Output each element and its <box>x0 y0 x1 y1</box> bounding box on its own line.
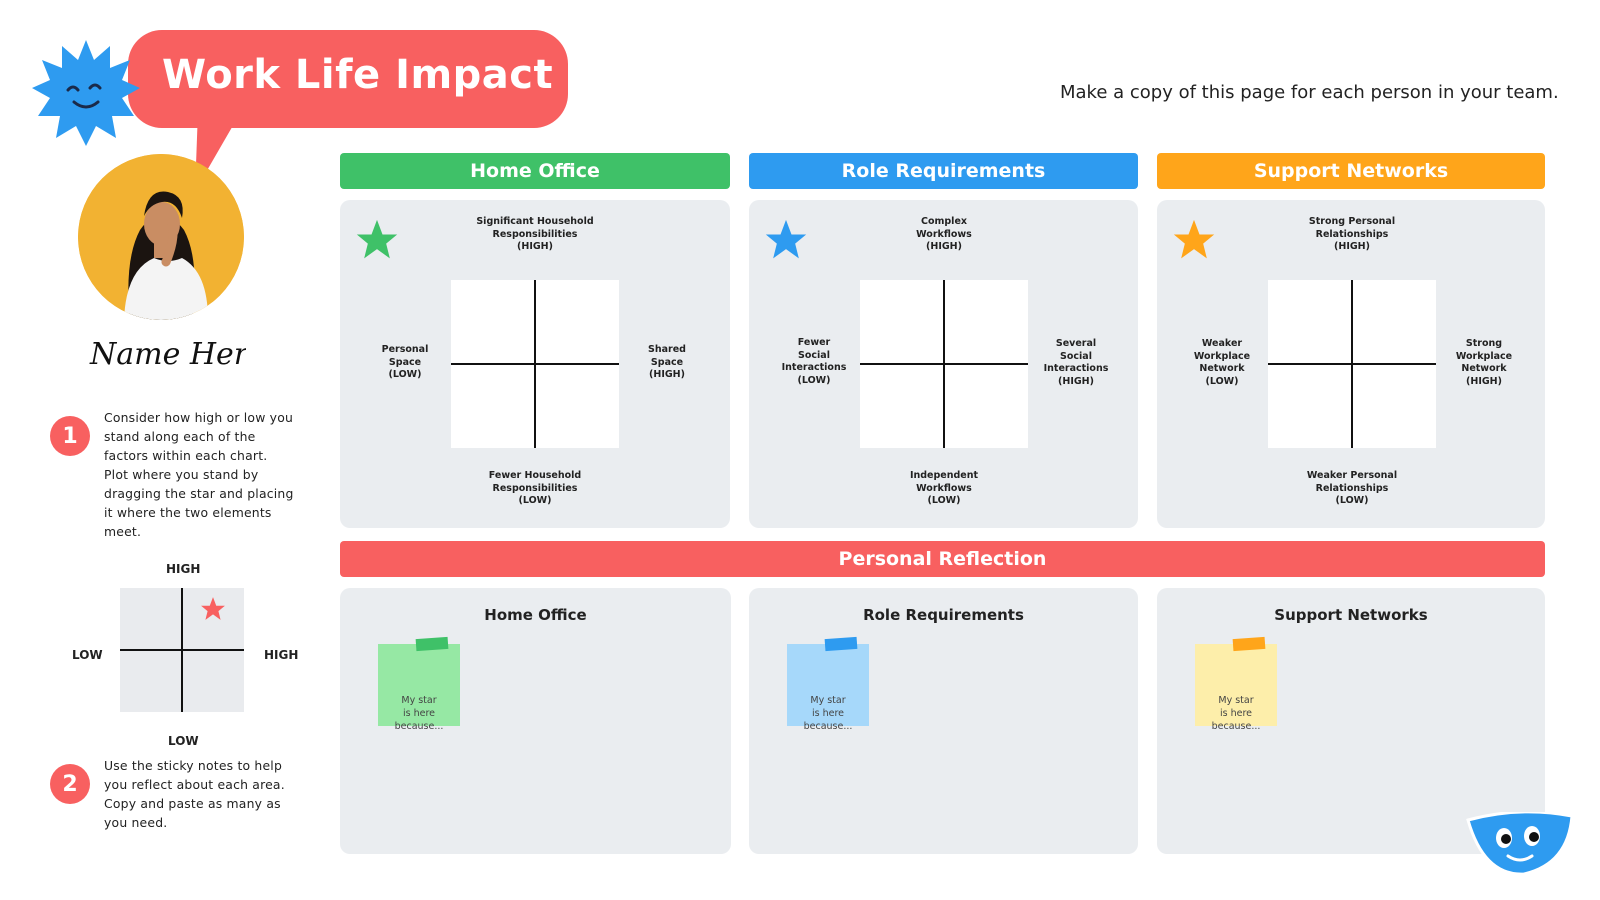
example-low-left-label: LOW <box>72 648 103 662</box>
support-networks-chart-panel: Strong Personal Relationships (HIGH) Wea… <box>1157 200 1545 528</box>
sticky-note[interactable]: My star is here because... <box>378 636 460 732</box>
sticky-note[interactable]: My star is here because... <box>787 636 869 732</box>
example-star-icon <box>201 597 225 620</box>
step-2-text: Use the sticky notes to help you reflect… <box>104 758 285 830</box>
home-office-right-label: Shared Space (HIGH) <box>648 344 686 380</box>
avatar <box>78 154 244 320</box>
draggable-star-icon[interactable] <box>763 218 809 262</box>
horizontal-axis <box>451 363 619 365</box>
horizontal-axis <box>860 363 1028 365</box>
home-office-reflection-panel: Home Office My star is here because... <box>340 588 731 854</box>
role-requirements-header: Role Requirements <box>749 153 1138 189</box>
support-networks-bottom-label: Weaker Personal Relationships (LOW) <box>1306 470 1398 506</box>
role-requirements-bottom-label: Independent Workflows (LOW) <box>909 470 979 506</box>
sticky-note-text: My star is here because... <box>803 695 853 732</box>
smiling-sun-icon <box>32 40 140 146</box>
example-high-top-label: HIGH <box>166 562 201 576</box>
role-requirements-top-label: Complex Workflows (HIGH) <box>916 216 972 252</box>
example-high-right-label: HIGH <box>264 648 299 662</box>
support-networks-right-label: Strong Workplace Network (HIGH) <box>1455 338 1513 387</box>
role-requirements-left-label: Fewer Social Interactions (LOW) <box>781 337 847 386</box>
home-office-bottom-label: Fewer Household Responsibilities (LOW) <box>488 470 582 506</box>
sticky-tape <box>1232 636 1266 652</box>
reflection-panel-title: Role Requirements <box>863 606 1024 624</box>
role-requirements-chart-panel: Complex Workflows (HIGH) Fewer Social In… <box>749 200 1138 528</box>
role-requirements-quadrant-grid <box>860 280 1028 448</box>
copy-instruction-note: Make a copy of this page for each person… <box>1060 82 1559 103</box>
horizontal-axis <box>1268 363 1436 365</box>
sticky-tape <box>415 636 449 652</box>
title-bubble <box>128 30 568 128</box>
support-networks-quadrant-grid <box>1268 280 1436 448</box>
sticky-note-text: My star is here because... <box>1211 695 1261 732</box>
support-networks-reflection-panel: Support Networks My star is here because… <box>1157 588 1545 854</box>
example-horizontal-axis <box>120 649 244 651</box>
role-requirements-right-label: Several Social Interactions (HIGH) <box>1043 338 1109 387</box>
reflection-panel-title: Support Networks <box>1274 606 1428 624</box>
role-requirements-reflection-panel: Role Requirements My star is here becaus… <box>749 588 1138 854</box>
reflection-panel-title: Home Office <box>484 606 587 624</box>
step-1-text: Consider how high or low you stand along… <box>104 410 294 539</box>
sticky-note-text: My star is here because... <box>394 695 444 732</box>
step-1-badge: 1 <box>50 416 90 456</box>
step-2-badge: 2 <box>50 764 90 804</box>
signature-name-here: Name Here <box>89 337 246 372</box>
home-office-chart-panel: Significant Household Responsibilities (… <box>340 200 730 528</box>
example-low-bottom-label: LOW <box>168 734 199 748</box>
sticky-note[interactable]: My star is here because... <box>1195 636 1277 732</box>
draggable-star-icon[interactable] <box>1171 218 1217 262</box>
support-networks-top-label: Strong Personal Relationships (HIGH) <box>1308 216 1396 252</box>
home-office-quadrant-grid <box>451 280 619 448</box>
example-quadrant-chart <box>120 588 244 712</box>
home-office-header: Home Office <box>340 153 730 189</box>
smiling-bowl-mascot-icon <box>1466 812 1574 876</box>
support-networks-header: Support Networks <box>1157 153 1545 189</box>
personal-reflection-header: Personal Reflection <box>340 541 1545 577</box>
sticky-tape <box>824 636 858 652</box>
svg-text:Name Here: Name Here <box>89 337 246 372</box>
person-photo <box>78 154 244 320</box>
support-networks-left-label: Weaker Workplace Network (LOW) <box>1193 338 1251 387</box>
draggable-star-icon[interactable] <box>354 218 400 262</box>
page-title: Work Life Impact <box>162 52 554 98</box>
home-office-top-label: Significant Household Responsibilities (… <box>476 216 594 252</box>
home-office-left-label: Personal Space (LOW) <box>381 344 429 380</box>
